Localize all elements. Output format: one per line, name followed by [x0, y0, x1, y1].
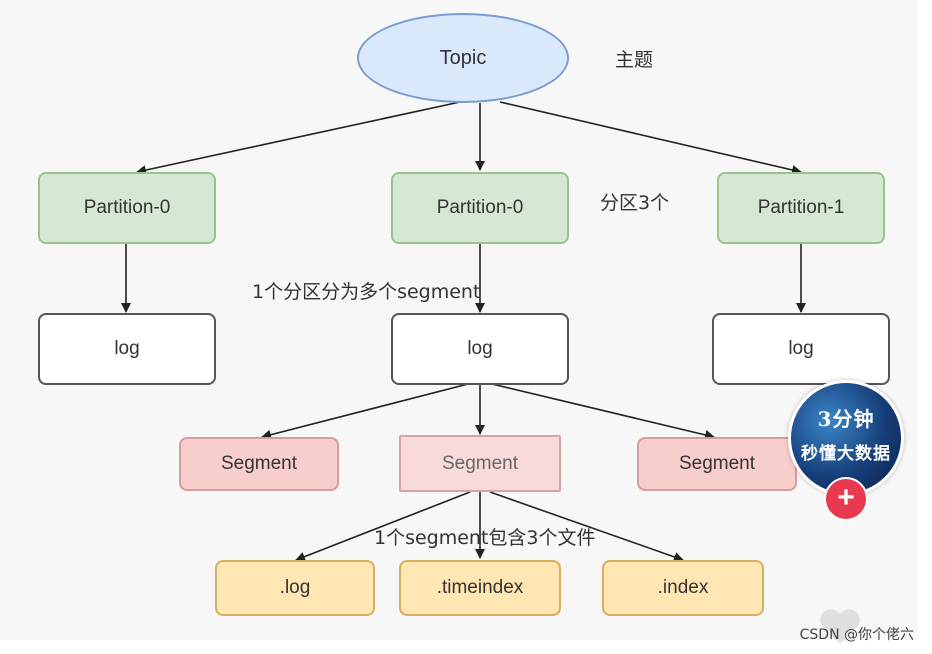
avatar-line-1: 3分钟 — [817, 407, 875, 431]
file-label: .log — [279, 577, 311, 598]
edge-segment-file-2 — [489, 491, 684, 562]
file-label: .timeindex — [436, 577, 524, 598]
partition-node-1: Partition-0 — [38, 172, 216, 244]
edge-segment-file-0 — [295, 491, 471, 562]
partition-node-2: Partition-0 — [391, 172, 569, 244]
segment-node-1: Segment — [179, 437, 339, 491]
file-node-timeindex: .timeindex — [399, 560, 561, 616]
log-node-2: log — [391, 313, 569, 385]
topic-label: Topic — [439, 46, 487, 69]
channel-avatar[interactable]: 3分钟 秒懂大数据 — [788, 380, 904, 496]
partition-label: Partition-0 — [83, 197, 171, 218]
file-label: .index — [657, 577, 709, 598]
segment-label: Segment — [441, 452, 519, 474]
heart-icon — [820, 609, 860, 644]
segment-label: Segment — [678, 453, 756, 474]
partition-label: Partition-1 — [757, 197, 845, 218]
log-node-1: log — [38, 313, 216, 385]
log-label: log — [467, 338, 493, 359]
edge-log-segment-2 — [491, 383, 715, 440]
segment-label: Segment — [220, 453, 298, 474]
segment-node-3: Segment — [637, 437, 797, 491]
file-node-index: .index — [602, 560, 764, 616]
edge-log-segment-0 — [261, 383, 469, 440]
avatar-line-2: 秒懂大数据 — [801, 444, 891, 464]
topic-node: Topic — [357, 13, 569, 103]
partition-label: Partition-0 — [436, 197, 524, 218]
log-annotation: 1个分区分为多个segment — [252, 281, 481, 303]
edge-topic-partition-0 — [136, 101, 461, 175]
log-node-3: log — [712, 313, 890, 385]
partition-annotation: 分区3个 — [600, 192, 670, 214]
segment-node-2: Segment — [399, 435, 561, 492]
topic-annotation: 主题 — [615, 49, 654, 71]
follow-button[interactable]: + — [824, 477, 868, 521]
log-label: log — [114, 338, 140, 359]
file-annotation: 1个segment包含3个文件 — [374, 527, 596, 549]
file-node-log: .log — [215, 560, 375, 616]
partition-node-3: Partition-1 — [717, 172, 885, 244]
edge-topic-partition-2 — [499, 101, 802, 175]
csdn-watermark: CSDN @你个佬六 — [799, 627, 914, 643]
log-label: log — [788, 338, 814, 359]
